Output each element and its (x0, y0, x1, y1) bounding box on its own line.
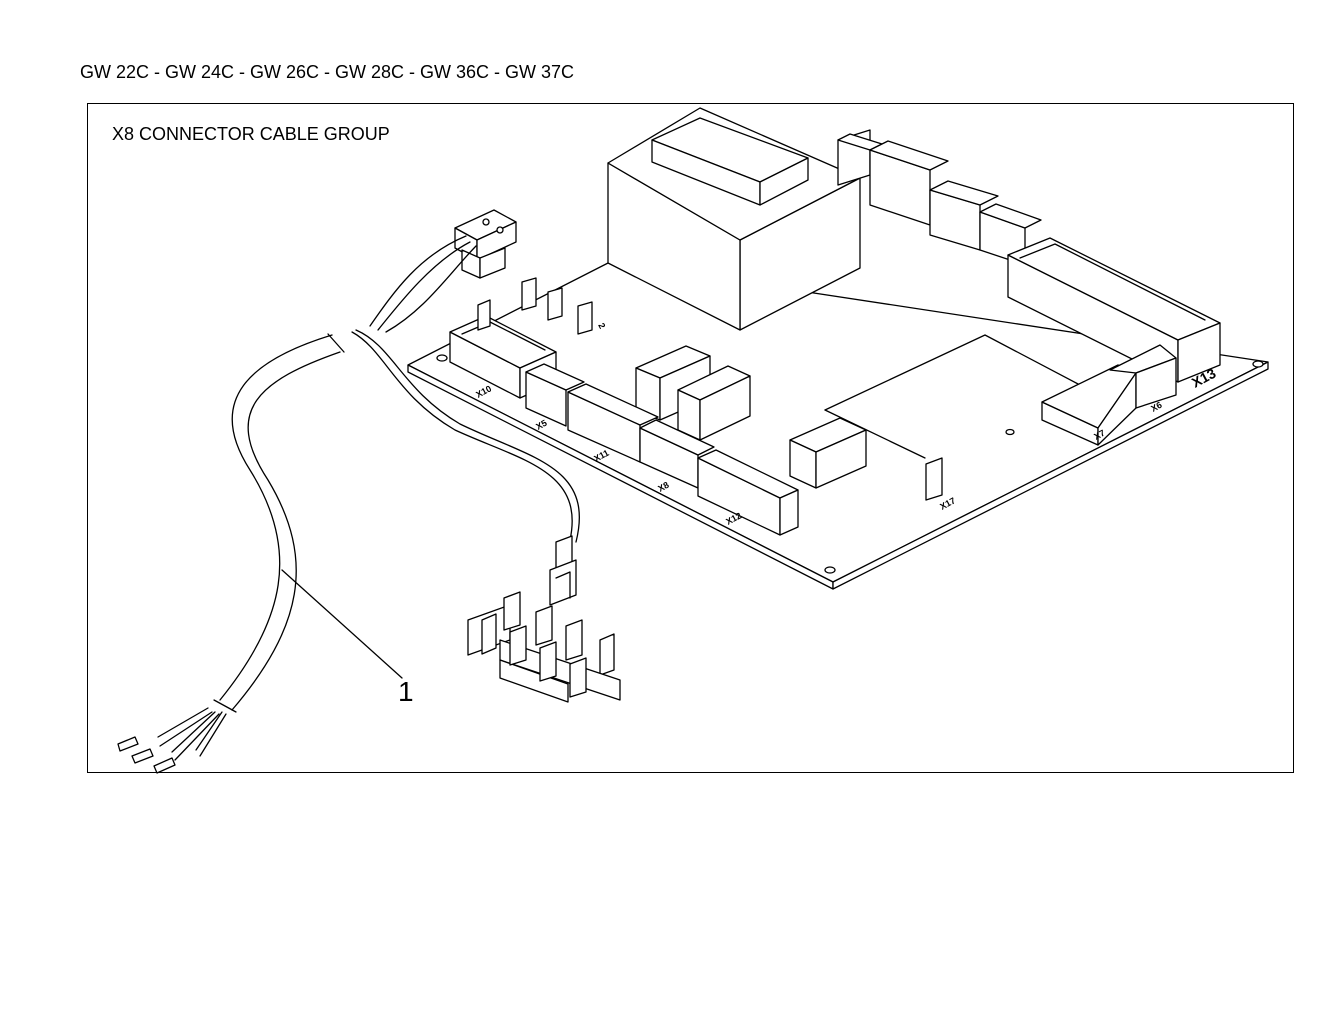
pin-label-2: 2 (596, 321, 607, 330)
board-spade-terminals (477, 277, 593, 335)
connector-label-x7: X7 (1092, 428, 1106, 442)
callout-leader-line (281, 569, 403, 679)
relay-components (635, 345, 867, 489)
front-connector-row (449, 315, 799, 536)
connector-x7-x6 (925, 344, 1177, 501)
x8-cable-group (117, 209, 580, 774)
model-list-header: GW 22C - GW 24C - GW 26C - GW 28C - GW 3… (80, 62, 575, 82)
connector-label-x8: X8 (656, 480, 670, 494)
rear-connector-row (837, 129, 1221, 383)
callout-number: 1 (398, 676, 414, 707)
board-component-block (824, 334, 1081, 459)
transformer (607, 107, 861, 331)
loose-terminal-bracket (467, 591, 621, 703)
diagram-frame (87, 103, 1294, 773)
connector-label-x6: X6 (1149, 400, 1163, 414)
connector-label-x5: X5 (534, 418, 548, 432)
diagram-title: X8 CONNECTOR CABLE GROUP (112, 124, 390, 144)
